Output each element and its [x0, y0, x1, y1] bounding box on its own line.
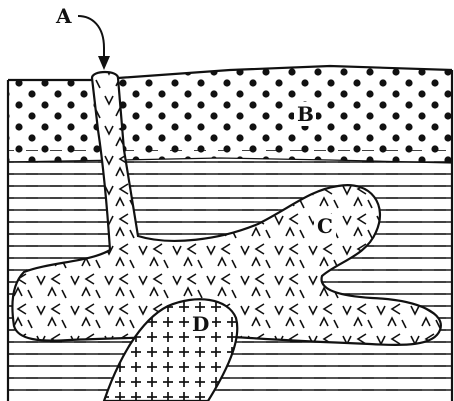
label-a: A: [55, 4, 72, 28]
label-c: C: [317, 214, 333, 238]
arrow-a-icon: [78, 16, 104, 62]
arrow-a-head-icon: [98, 56, 110, 70]
label-b: B: [297, 102, 314, 126]
label-d: D: [192, 312, 209, 336]
